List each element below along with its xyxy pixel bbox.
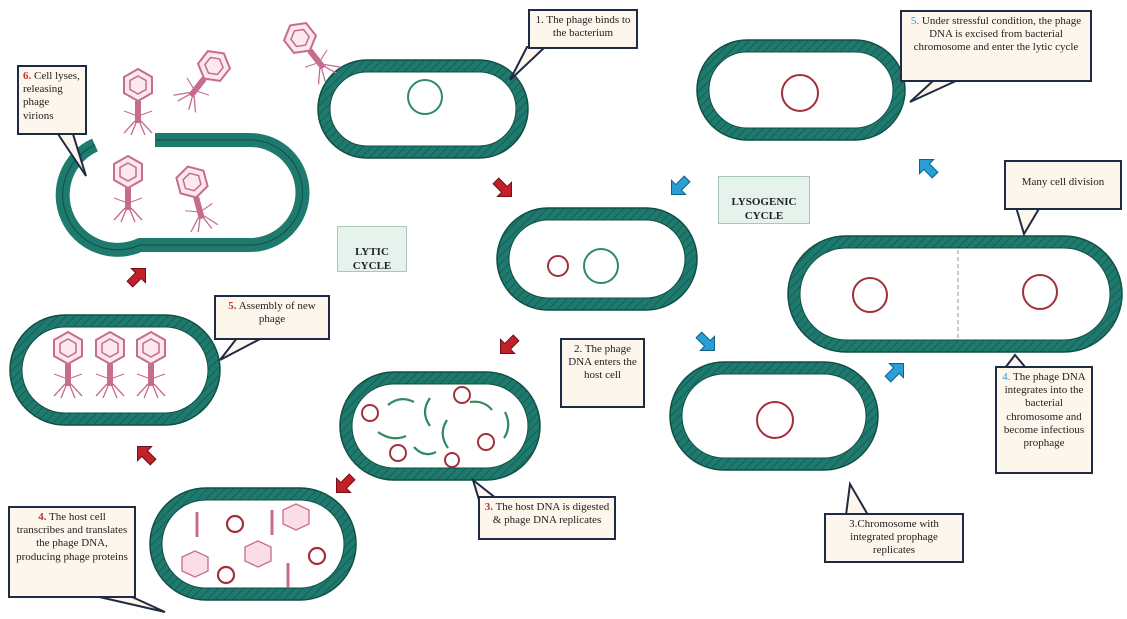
lytic-step-4-text: The host cell transcribes and translates… xyxy=(16,511,128,563)
lytic-cycle-text: LYTIC CYCLE xyxy=(353,246,392,272)
callout-lytic-step-1: 1. The phage binds to the bacterium xyxy=(528,9,638,49)
callout-lytic-step-4: 4. The host cell transcribes and transla… xyxy=(8,506,136,598)
released-phage xyxy=(124,69,152,135)
lytic-step-5-number: 5. xyxy=(228,300,236,312)
lysogenic-step-4-number: 4. xyxy=(1002,371,1010,383)
lytic-step-1-text: 1. The phage binds to the bacterium xyxy=(536,14,631,39)
lytic-step-5-text: Assembly of new phage xyxy=(237,300,316,325)
callout-lytic-step-6: 6. Cell lyses, releasing phage virions xyxy=(17,65,87,135)
callout-tail xyxy=(1016,207,1040,234)
released-phage xyxy=(172,45,235,114)
cell-lysogenic-prophage xyxy=(670,362,878,470)
lysogenic-step-3-text: 3.Chromosome with integrated prophage re… xyxy=(849,518,939,556)
callout-lytic-step-3: 3. The host DNA is digested & phage DNA … xyxy=(478,496,616,540)
lytic-step-6-text: Cell lyses, releasing phage virions xyxy=(23,70,80,122)
callout-tail xyxy=(510,47,545,80)
callout-tail xyxy=(846,484,868,515)
cell-dna-entry xyxy=(497,208,697,310)
cell-assembly xyxy=(10,315,220,425)
lytic-step-3-text: The host DNA is digested & phage DNA rep… xyxy=(493,501,609,526)
lytic-cycle-label: LYTIC CYCLE xyxy=(337,226,407,272)
arrow-lytic-5-6 xyxy=(123,261,153,291)
callout-cell-division: Many cell division xyxy=(1004,160,1122,210)
cell-lysogenic-excision xyxy=(697,40,905,140)
callout-lysogenic-step-4: 4. The phage DNA integrates into the bac… xyxy=(995,366,1093,474)
cell-attachment xyxy=(318,60,528,158)
callout-lytic-step-2: 2. The phage DNA enters the host cell xyxy=(560,338,645,408)
lytic-step-6-number: 6. xyxy=(23,70,31,82)
arrow-lytic-3-4 xyxy=(329,470,359,500)
arrow-lyso-5-2 xyxy=(664,172,694,202)
callout-tail xyxy=(220,338,262,360)
lytic-step-2-text: 2. The phage DNA enters the host cell xyxy=(568,343,636,381)
lysogenic-cycle-text: LYSOGENIC CYCLE xyxy=(731,196,796,222)
cell-division-text: Many cell division xyxy=(1022,176,1105,188)
lysogenic-step-5-number: 5. xyxy=(911,15,919,27)
lysogenic-step-4-text: The phage DNA integrates into the bacter… xyxy=(1004,371,1086,449)
arrow-lyso-3-4 xyxy=(881,356,911,386)
lytic-step-3-number: 3. xyxy=(485,501,493,513)
callout-lysogenic-step-5: 5. Under stressful condition, the phage … xyxy=(900,10,1092,82)
arrow-lytic-1-2 xyxy=(489,174,519,204)
arrow-lyso-4-5 xyxy=(912,152,942,182)
released-phage xyxy=(114,156,142,222)
callout-tail xyxy=(95,596,165,612)
lysogenic-cycle-label: LYSOGENIC CYCLE xyxy=(718,176,810,224)
lysogenic-step-5-text: Under stressful condition, the phage DNA… xyxy=(914,15,1081,53)
arrow-lytic-4-5 xyxy=(130,439,160,469)
cell-dna-digested xyxy=(340,372,540,480)
arrow-lytic-2-3 xyxy=(493,331,523,361)
callout-lysogenic-step-3: 3.Chromosome with integrated prophage re… xyxy=(824,513,964,563)
released-phage xyxy=(174,163,218,234)
callout-tail xyxy=(910,80,958,102)
arrow-lyso-2-3 xyxy=(692,328,722,358)
cell-protein-synthesis xyxy=(150,488,356,600)
cell-dividing xyxy=(788,236,1122,352)
callout-lytic-step-5: 5. Assembly of new phage xyxy=(214,295,330,340)
